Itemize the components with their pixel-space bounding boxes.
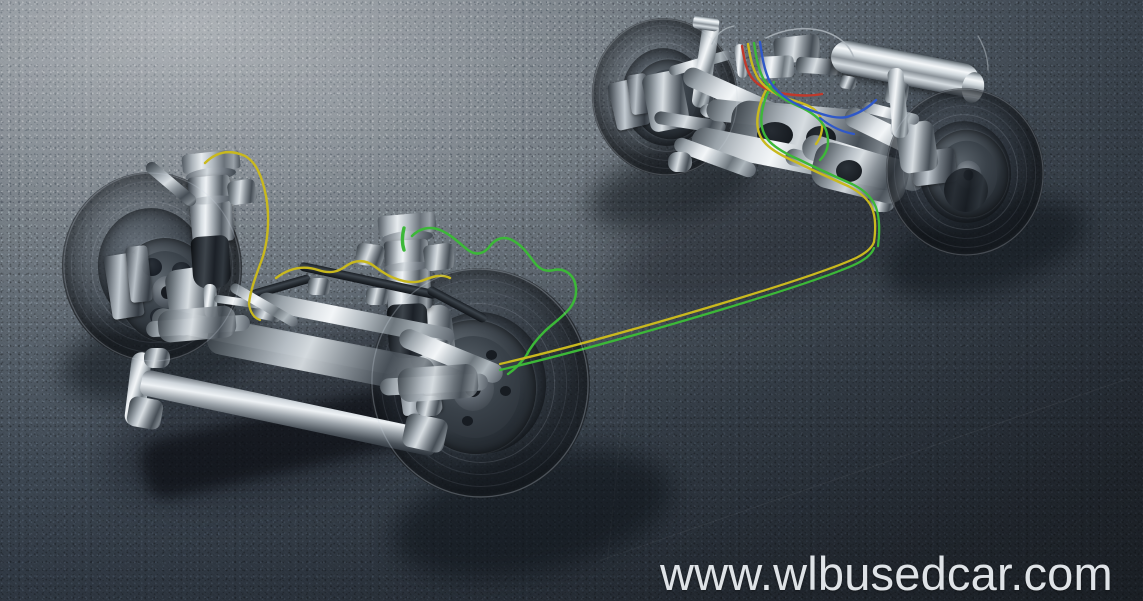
website-watermark: www.wlbusedcar.com [660,547,1113,600]
front-left-air-spring-bellows [190,234,232,290]
front-left-lower-arm-web [156,304,238,344]
front-subframe-bush-mount [144,348,170,368]
anti-roll-bar-bushing-left [308,278,330,295]
anti-roll-bar-bushing-right [366,288,388,305]
front-subframe-cross-member-left-end [125,395,165,431]
front-right-disc-drill-hole [500,386,511,396]
rear-subframe-bush-mount [668,152,692,172]
front-right-lower-arm-web [396,363,480,403]
front-right-disc-drill-hole [486,350,497,360]
front-left-strut-side-bracket [226,178,258,206]
front-right-strut-side-bracket [422,242,456,272]
front-right-disc-drill-hole [462,416,473,426]
front-right-strut-left-bracket [354,242,386,268]
